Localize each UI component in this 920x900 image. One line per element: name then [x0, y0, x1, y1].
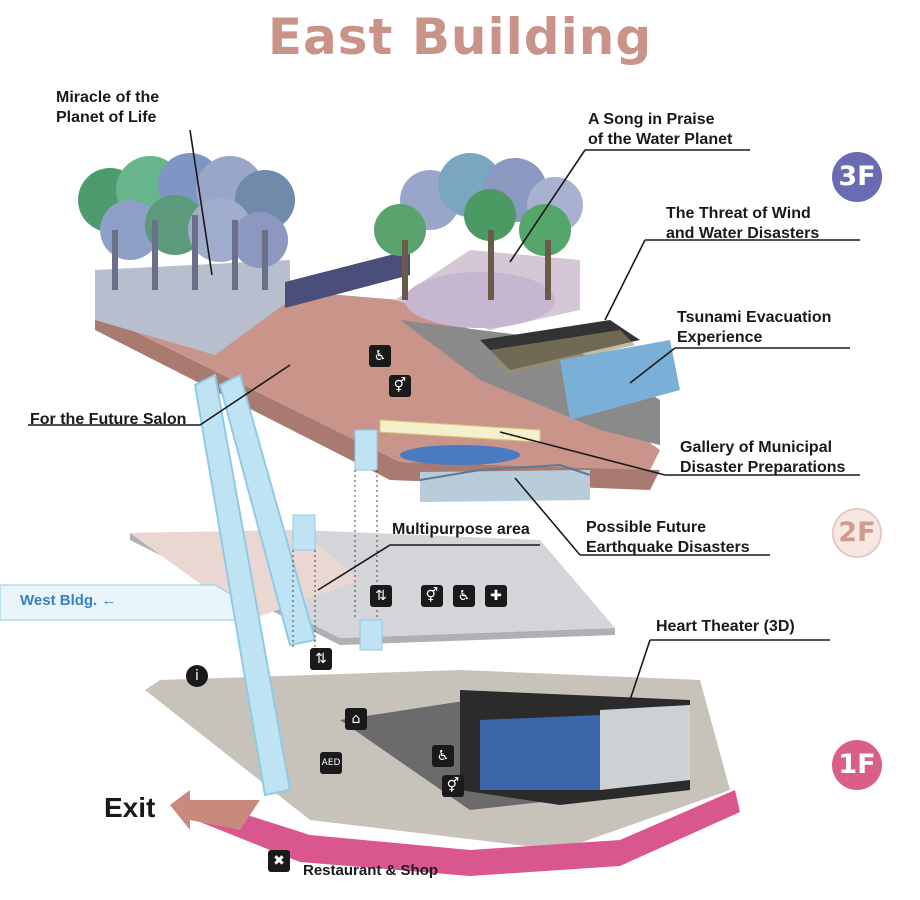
- floor-badge-1f[interactable]: 1F: [832, 740, 882, 790]
- restroom-icon-1f: ⚥: [442, 775, 464, 797]
- label-tsunami[interactable]: Tsunami Evacuation Experience: [677, 309, 832, 346]
- label-earthquake[interactable]: Possible Future Earthquake Disasters: [586, 519, 750, 556]
- label-threat[interactable]: The Threat of Wind and Water Disasters: [666, 205, 820, 242]
- floor3-exhibit-floor: [400, 320, 660, 445]
- restroom-icon: ⚥: [389, 375, 411, 397]
- floor-badge-3f[interactable]: 3F: [832, 152, 882, 202]
- tsunami-exhibit: [560, 340, 680, 420]
- wheelchair-icon: ♿: [369, 345, 391, 367]
- heart-theater-screen: [600, 705, 690, 790]
- floor-badge-2f[interactable]: 2F: [832, 508, 882, 558]
- escalator-left[interactable]: [193, 373, 292, 797]
- elevator-shaft-2f: [292, 514, 316, 551]
- label-multipurpose[interactable]: Multipurpose area: [392, 521, 530, 538]
- restroom-icon-2f: ⚥: [421, 585, 443, 607]
- aed-icon: AED: [320, 752, 342, 774]
- water-puddle: [400, 445, 520, 465]
- restaurant-icon: ✖: [268, 850, 290, 872]
- theater-seats: [480, 715, 600, 790]
- leader-lines: [28, 129, 860, 701]
- information-icon: i: [186, 665, 208, 687]
- earthquake-exhibit: [420, 470, 590, 502]
- elevator-icon: ⇅: [370, 585, 392, 607]
- label-heart-theater[interactable]: Heart Theater (3D): [656, 618, 795, 635]
- trees-right: [374, 153, 583, 300]
- shop-icon: ⌂: [345, 708, 367, 730]
- floor-3f-label: 3F: [838, 161, 876, 192]
- trees-left: [78, 153, 295, 290]
- elevator-icon-1f: ⇅: [310, 648, 332, 670]
- forest-zone-left: [95, 260, 290, 355]
- floor1-pink-band: [195, 790, 740, 876]
- exit-arrow-icon[interactable]: [170, 790, 260, 830]
- elevator-shaft-3f: [354, 429, 378, 471]
- exit-label[interactable]: Exit: [104, 792, 156, 823]
- label-miracle[interactable]: Miracle of the Planet of Life: [56, 89, 160, 126]
- wheelchair-icon-1f: ♿: [432, 745, 454, 767]
- west-building-link[interactable]: West Bldg. ←: [20, 592, 117, 609]
- label-gallery[interactable]: Gallery of Municipal Disaster Preparatio…: [680, 439, 846, 476]
- elevator-shaft-2f-low: [359, 619, 383, 651]
- floor2-slab-edge: [130, 533, 615, 645]
- floor-1f-label: 1F: [838, 749, 876, 780]
- wall-strip: [285, 250, 410, 308]
- stage-area: [405, 272, 555, 328]
- label-song[interactable]: A Song in Praise of the Water Planet: [588, 111, 733, 148]
- restaurant-label[interactable]: Restaurant & Shop: [303, 862, 439, 879]
- page-title: East Building: [267, 8, 653, 66]
- floor-2f-label: 2F: [838, 517, 876, 548]
- label-salon[interactable]: For the Future Salon: [30, 411, 187, 428]
- wheelchair-icon-2f: ♿: [453, 585, 475, 607]
- first-aid-icon: ✚: [485, 585, 507, 607]
